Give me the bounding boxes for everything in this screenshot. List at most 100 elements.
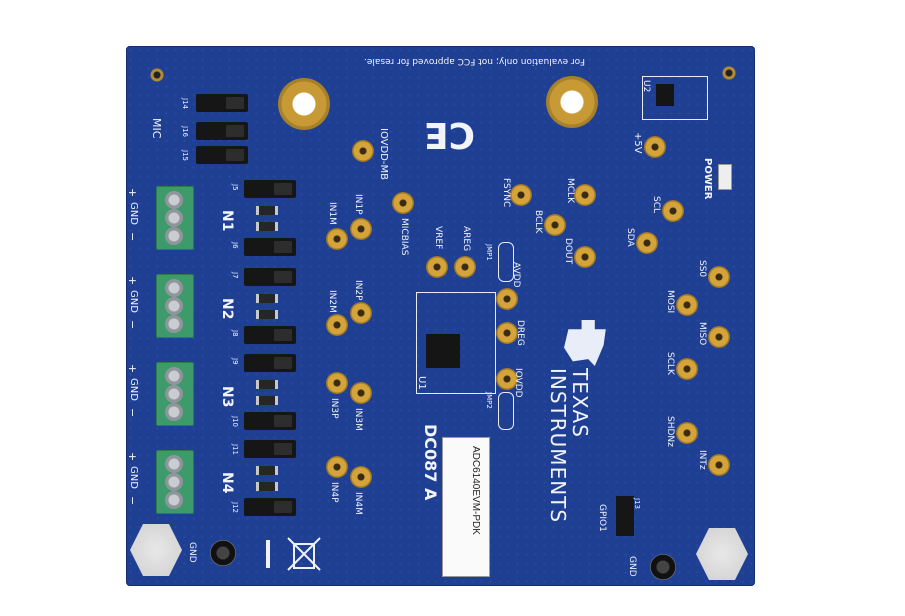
testpoint-mosi[interactable] — [676, 294, 698, 316]
ce-mark: CE — [424, 114, 476, 155]
sda-label: SDA — [625, 228, 635, 247]
iovdd-mb-label: IOVDD-MB — [378, 128, 389, 180]
jmp1-label: JMP1 — [485, 244, 493, 261]
n4-plus-label: + — [126, 452, 139, 462]
marking-bar — [266, 540, 270, 568]
jumper-j9[interactable] — [244, 354, 296, 372]
jumper-j6-label: J6 — [231, 242, 239, 249]
jumper-j10[interactable] — [244, 412, 296, 430]
jumper-jmp2[interactable] — [498, 392, 514, 430]
jumper-j16[interactable] — [196, 122, 248, 140]
in1p-label: IN1P — [353, 194, 363, 215]
jumper-j12[interactable] — [244, 498, 296, 516]
testpoint-in3p[interactable] — [326, 372, 348, 394]
testpoint-iovdd[interactable] — [496, 368, 518, 390]
jumper-j13[interactable] — [616, 496, 634, 536]
regulator-chip-u2 — [656, 84, 674, 106]
terminal-block-n4[interactable] — [156, 450, 194, 514]
jumper-j8-label: J8 — [231, 330, 239, 337]
testpoint-iovdd-mb[interactable] — [352, 140, 374, 162]
jumper-jmp1[interactable] — [498, 242, 514, 282]
testpoint-micbias[interactable] — [392, 192, 414, 214]
capacitor — [256, 206, 278, 215]
fsync-label: FSYNC — [501, 178, 511, 208]
ss0-label: SS0 — [697, 260, 707, 278]
testpoint-ss0[interactable] — [708, 266, 730, 288]
avdd-label: AVDD — [511, 262, 521, 288]
testpoint-in4p[interactable] — [326, 456, 348, 478]
jumper-j15-label: J15 — [181, 150, 189, 161]
brand-instruments: INSTRUMENTS — [546, 368, 570, 524]
testpoint-in4m[interactable] — [350, 466, 372, 488]
jumper-j16-label: J16 — [181, 126, 189, 137]
input-n2-label: N2 — [219, 298, 235, 320]
jumper-j6[interactable] — [244, 238, 296, 256]
in1m-label: IN1M — [327, 202, 337, 225]
vref-label: VREF — [433, 226, 443, 250]
testpoint-in1p[interactable] — [350, 218, 372, 240]
jumper-j7[interactable] — [244, 268, 296, 286]
testpoint-miso[interactable] — [708, 326, 730, 348]
gnd-post-right[interactable] — [650, 554, 676, 580]
brand-texas: TEXAS — [568, 368, 592, 438]
gnd-post-left[interactable] — [210, 540, 236, 566]
jumper-j12-label: J12 — [231, 502, 239, 513]
testpoint-vref[interactable] — [426, 256, 448, 278]
jumper-j10-label: J10 — [231, 416, 239, 427]
testpoint-avdd[interactable] — [496, 288, 518, 310]
testpoint-dreg[interactable] — [496, 322, 518, 344]
in2p-label: IN2P — [353, 280, 363, 301]
dreg-label: DREG — [515, 320, 525, 346]
miso-label: MISO — [697, 322, 707, 346]
input-n1-label: N1 — [219, 210, 235, 232]
gpio1-label: GPIO1 — [597, 504, 607, 532]
testpoint-areg[interactable] — [454, 256, 476, 278]
testpoint-bclk[interactable] — [544, 214, 566, 236]
fcc-notice-line1: For evaluation only; not FCC approved fo… — [364, 56, 586, 66]
shdnz-label: SHDNz — [665, 416, 675, 447]
testpoint-fsync[interactable] — [510, 184, 532, 206]
terminal-block-n3[interactable] — [156, 362, 194, 426]
testpoint-sda[interactable] — [636, 232, 658, 254]
jumper-j5[interactable] — [244, 180, 296, 198]
mounting-hole-right — [546, 76, 598, 128]
corner-via-top-right — [722, 66, 736, 80]
jumper-j8[interactable] — [244, 326, 296, 344]
jumper-j9-label: J9 — [231, 358, 239, 365]
testpoint-in2p[interactable] — [350, 302, 372, 324]
in4p-label: IN4P — [329, 482, 339, 503]
jumper-j14[interactable] — [196, 94, 248, 112]
testpoint-5v[interactable] — [644, 136, 666, 158]
mic-label: MIC — [150, 118, 163, 139]
capacitor — [256, 396, 278, 405]
jumper-j7-label: J7 — [231, 272, 239, 279]
in2m-label: IN2M — [327, 290, 337, 313]
capacitor — [256, 466, 278, 475]
n2-minus-label: − — [126, 320, 139, 330]
terminal-block-n1[interactable] — [156, 186, 194, 250]
corner-via-top-left — [150, 68, 164, 82]
intz-label: INTz — [697, 450, 707, 470]
dout-label: DOUT — [563, 238, 573, 265]
jumper-j15[interactable] — [196, 146, 248, 164]
areg-label: AREG — [461, 226, 471, 252]
capacitor — [256, 294, 278, 303]
testpoint-in2m[interactable] — [326, 314, 348, 336]
u1-label: U1 — [416, 376, 427, 390]
testpoint-scl[interactable] — [662, 200, 684, 222]
n2-plus-label: + — [126, 276, 139, 286]
terminal-block-n2[interactable] — [156, 274, 194, 338]
testpoint-intz[interactable] — [708, 454, 730, 476]
jumper-j11[interactable] — [244, 440, 296, 458]
n4-gnd-label: GND — [128, 466, 139, 489]
model-label: ADC6140EVM-PDK — [470, 446, 481, 535]
testpoint-in1m[interactable] — [326, 228, 348, 250]
testpoint-sclk[interactable] — [676, 358, 698, 380]
testpoint-in3m[interactable] — [350, 382, 372, 404]
jumper-j14-label: J14 — [181, 98, 189, 109]
testpoint-dout[interactable] — [574, 246, 596, 268]
testpoint-mclk[interactable] — [574, 184, 596, 206]
model-label-card: ADC6140EVM-PDK — [442, 437, 490, 577]
n3-gnd-label: GND — [128, 378, 139, 401]
testpoint-shdnz[interactable] — [676, 422, 698, 444]
